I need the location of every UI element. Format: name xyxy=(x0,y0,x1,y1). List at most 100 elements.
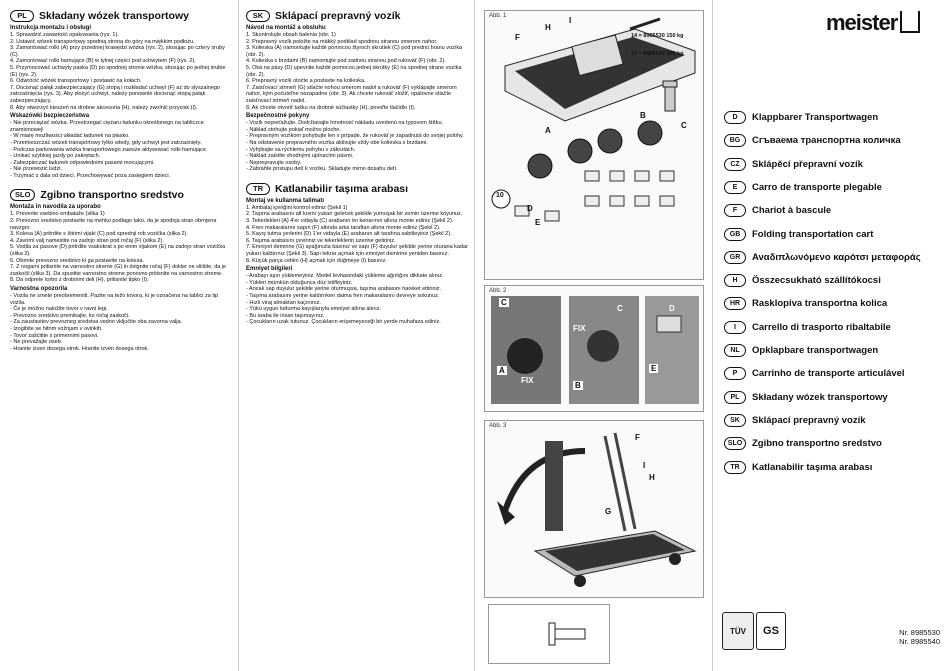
folding-usage-illustration xyxy=(497,432,697,587)
lang-code-badge: HR xyxy=(724,297,746,311)
list-item: - Trzymać z dala od dzieci. Przechowywać… xyxy=(10,172,171,179)
list-item: 7. Zaisťovací strmeň (G) stlačte nohou s… xyxy=(246,84,457,104)
list-item: 1. Ambalaj içeriğini kontrol ediniz (Şek… xyxy=(246,204,348,211)
list-item: 5. Kayış tutma yerlerini (D) 1'er vidayl… xyxy=(246,231,452,238)
spec-300kg: 17 = 8985540 300 kg xyxy=(631,51,684,57)
fold-line xyxy=(238,0,239,671)
language-row: HR Rasklopiva transportna kolica xyxy=(724,297,888,311)
part-label-h: H xyxy=(649,473,655,482)
steps-list: 1. Skontrolujte obsah balenia (obr. 1) 2… xyxy=(246,32,468,111)
brand-mark-icon xyxy=(900,11,921,33)
bolt-icon xyxy=(548,622,586,646)
lang-product-name: Klappbarer Transportwagen xyxy=(752,112,879,123)
section-title: Katlanabilir taşıma arabası xyxy=(275,182,409,195)
list-item: 7. Emniyet demirine (G) ayağınızla basın… xyxy=(246,244,468,258)
part-label-e: E xyxy=(649,364,659,373)
list-item: 8. Küçük parça cebini (H) açmak için düğ… xyxy=(246,257,387,264)
article-number: Nr. 8985540 xyxy=(899,637,940,646)
lang-badge: PL xyxy=(10,10,34,22)
lang-product-name: Zgibno transportno sredstvo xyxy=(752,438,882,450)
lang-product-name: Összecsukható szállítókocsi xyxy=(752,275,881,287)
figure-label: Abb. 2 xyxy=(489,288,507,294)
lang-code-badge: E xyxy=(724,180,746,194)
section-subtitle: Návod na montáž a obsluhu xyxy=(246,25,326,31)
list-item: - Çocukların uzak tutunuz. Çocukların er… xyxy=(246,319,441,326)
list-item: 8. Da odprete torbo z drobnimi deli (H),… xyxy=(10,277,149,284)
list-item: - Ancak sap duyulur şekilde yerine oturm… xyxy=(246,286,442,293)
lang-product-name: Sklápěcí přepravní vozík xyxy=(752,158,863,170)
section-subtitle: Emniyet bilgileri xyxy=(246,266,293,273)
list-item: 6. Odwrócić wózek transportowy i postawi… xyxy=(10,78,142,85)
list-item: - Unikać szybkiej jazdy po zakrętach. xyxy=(10,153,101,160)
figure-1: Abb. 1 F H I A B C D E 10 14 = 8985530 1… xyxy=(484,10,704,280)
lang-code-badge: GB xyxy=(724,227,746,241)
lang-product-name: Сгъваема транспортна количка xyxy=(752,135,901,147)
section-subtitle: Bezpečnostné pokyny xyxy=(246,113,310,120)
tuv-badge: TÜV xyxy=(722,612,754,650)
list-item: - Yükleri mümkün olduğunca düz istifleyi… xyxy=(246,279,353,286)
list-item: 2. Ustawić wózek transportowy spodnią st… xyxy=(10,38,195,45)
section-subtitle: Montaj ve kullanma talimatı xyxy=(246,197,325,204)
fix-label: FIX xyxy=(521,376,534,385)
section-subtitle: Wskazówki bezpieczeństwa xyxy=(10,113,90,120)
part-label-i: I xyxy=(569,16,572,25)
lang-product-name: Chariot à bascule xyxy=(752,205,832,217)
lang-code-badge: P xyxy=(724,367,746,381)
steps-list: 1. Ambalaj içeriğini kontrol ediniz (Şek… xyxy=(246,205,468,264)
list-item: - Ne prevažajte oseb. xyxy=(10,339,63,346)
section-title: Składany wózek transportowy xyxy=(39,10,189,22)
list-item: - Zabezpieczać ładunek odpowiednimi pasa… xyxy=(10,159,155,166)
list-item: 5. Oká na pásy (D) upevnite každé pomoco… xyxy=(246,64,462,78)
safety-list: - Nie przeciążać wózka. Przestrzegać cię… xyxy=(10,120,232,179)
lang-code-badge: PL xyxy=(724,390,746,404)
lang-product-name: Sklápací prepravný vozík xyxy=(752,414,866,426)
cart-parts-illustration xyxy=(491,17,696,222)
list-item: 1. Sprawdzić zawartość opakowania (rys. … xyxy=(10,32,119,38)
list-item: - Hranite izven dosega otrok. Hranite iz… xyxy=(10,345,149,352)
list-item: - Yükü uygun tutturma kayışlarıyla emniy… xyxy=(246,306,382,313)
part-label-a: A xyxy=(497,366,507,375)
gs-label: GS xyxy=(763,625,779,637)
list-item: 6. Prepravný vozík otočte a postavte na … xyxy=(246,78,366,85)
list-item: - Zabráňte prístupu detí k vozíku. Sklad… xyxy=(246,166,398,173)
part-label-c: C xyxy=(617,304,623,313)
list-item: - Prevozno sredstvo premikajte, ko ročaj… xyxy=(10,312,130,319)
list-item: - Náklad zaistite vhodnými upínacími pás… xyxy=(246,153,354,160)
lang-product-name: Rasklopiva transportna kolica xyxy=(752,298,888,310)
lang-product-name: Αναδιπλωνόμενο καρότσι μεταφοράς xyxy=(752,251,921,263)
tuv-label: TÜV xyxy=(730,626,746,636)
list-item: 3. Zamontować rolki (A) przy przedniej k… xyxy=(10,45,225,58)
list-item: - Hızlı viraj almaktan kaçınınız. xyxy=(246,299,321,306)
lang-code-badge: NL xyxy=(724,344,746,357)
screw-count: 10 xyxy=(496,192,504,199)
part-label-e: E xyxy=(535,218,541,227)
list-item: - Prepravným vozíkom pohybujte len v prí… xyxy=(246,133,464,140)
list-item: 1. Preverite vsebino embalaže (slika 1) xyxy=(10,211,105,218)
lang-product-name: Katlanabilir taşıma arabası xyxy=(752,461,873,473)
list-item: - Neprepravujte osoby. xyxy=(246,159,302,166)
lang-product-name: Carrinho de transporte articulável xyxy=(752,368,905,380)
list-item: 6. Taşıma arabasını çeviriniz ve tekerle… xyxy=(246,237,396,244)
list-item: 7. Docisnąć pałąk zabezpieczający (G) st… xyxy=(10,84,221,104)
list-item: 7. Z nogami pritisnite na varnostno stre… xyxy=(10,264,227,277)
lang-code-badge: TR xyxy=(724,460,746,474)
section-subtitle: Montaža in navodila za uporabo xyxy=(10,204,101,211)
part-label-a: A xyxy=(545,126,551,135)
steps-list: 1. Sprawdzić zawartość opakowania (rys. … xyxy=(10,32,232,111)
language-row: TR Katlanabilir taşıma arabası xyxy=(724,460,873,474)
figure-2: Abb. 2 C A FIX C B FIX D E xyxy=(484,285,704,412)
list-item: 8. Aby otworzyć kieszeń na drobne akceso… xyxy=(10,104,198,111)
fold-line xyxy=(474,0,475,671)
